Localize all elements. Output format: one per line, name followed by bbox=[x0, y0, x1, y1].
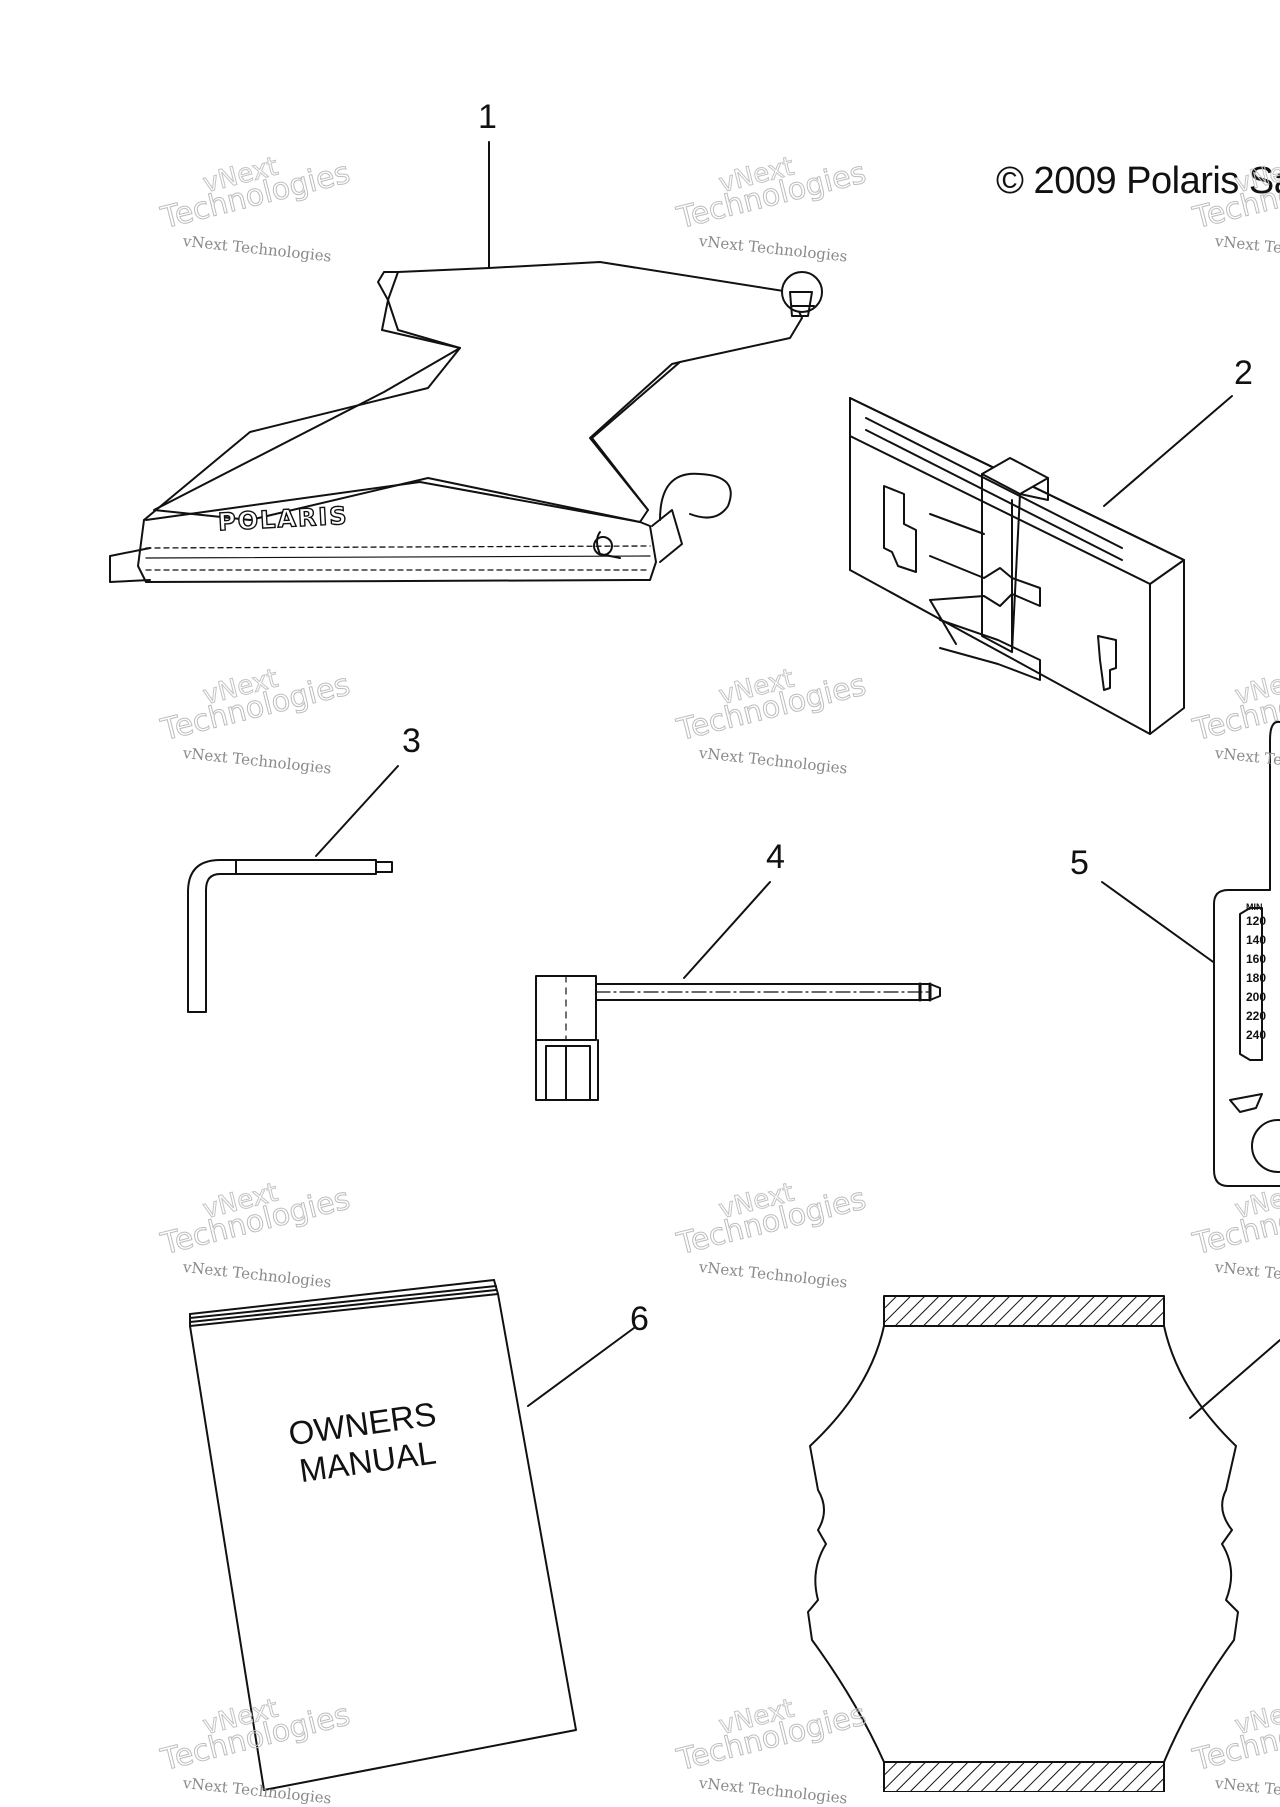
leader-line-2 bbox=[1103, 395, 1233, 507]
tool-bag-illustration bbox=[109, 141, 823, 583]
gauge-scale-value: 180 bbox=[1246, 971, 1267, 985]
copyright-notice: © 2009 Polaris Sa bbox=[996, 160, 1280, 202]
gauge-scale-value: 200 bbox=[1246, 990, 1267, 1004]
gauge-scale-value: 160 bbox=[1246, 952, 1267, 966]
leader-line-6 bbox=[527, 1327, 635, 1407]
callout-4: 4 bbox=[766, 838, 785, 876]
callout-5: 5 bbox=[1070, 844, 1089, 882]
leader-line-4 bbox=[683, 881, 771, 979]
gauge-scale-value: 240 bbox=[1246, 1028, 1267, 1042]
pouch-illustration bbox=[807, 1295, 1280, 1792]
callout-6: 6 bbox=[630, 1300, 649, 1338]
tool-case-illustration bbox=[849, 395, 1233, 735]
gauge-scale-value: 220 bbox=[1246, 1009, 1267, 1023]
owners-manual-illustration bbox=[189, 1279, 635, 1791]
hex-key-illustration bbox=[187, 765, 399, 1013]
spark-plug-wrench-illustration bbox=[535, 881, 941, 1101]
gauge-unit-label: MIN bbox=[1246, 902, 1263, 912]
gauge-tag-illustration bbox=[1101, 720, 1280, 1187]
callout-3: 3 bbox=[402, 722, 421, 760]
leader-line-3 bbox=[315, 765, 399, 857]
gauge-scale-value: 120 bbox=[1246, 914, 1267, 928]
gauge-scale-value: 140 bbox=[1246, 933, 1267, 947]
callout-1: 1 bbox=[478, 98, 497, 136]
leader-line-5 bbox=[1101, 881, 1217, 965]
callout-2: 2 bbox=[1234, 354, 1253, 392]
